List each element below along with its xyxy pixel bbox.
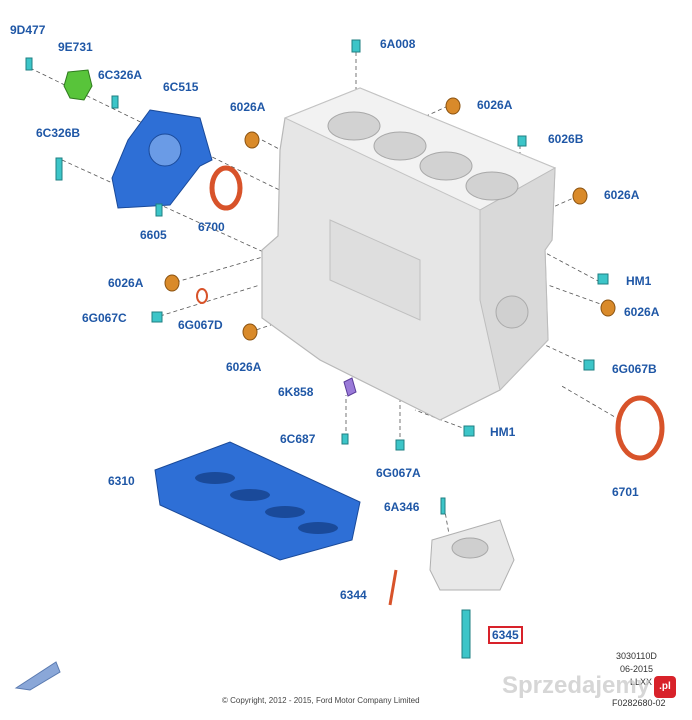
washers [164,97,616,341]
ref-code-1: 3030110D [616,651,657,661]
crank-seal-6700 [209,165,243,211]
part-label-hm1-2: HM1 [490,425,516,439]
watermark-badge: .pl [654,676,676,698]
bolt [25,57,33,71]
leader-line [534,195,579,216]
washer [600,299,616,317]
sensor-6k858 [343,377,357,397]
part-label-6c515: 6C515 [163,80,199,94]
ladder-frame-6310 [154,441,361,561]
part-label-6700: 6700 [198,220,225,234]
ladder-frame-cutouts [195,472,338,534]
part-label-6g067b: 6G067B [612,362,657,376]
copyright-text: © Copyright, 2012 - 2015, Ford Motor Com… [222,696,420,705]
engine-block [261,87,557,421]
part-label-9e731: 9E731 [58,40,93,54]
bolt [55,157,63,181]
seal-6701 [615,395,665,461]
ref-code-2: 06-2015 [620,664,654,674]
part-label-6026b: 6026B [548,132,584,146]
part-label-6026a-1: 6026A [230,100,266,114]
part-label-hm1-1: HM1 [626,274,652,288]
part-label-6a008: 6A008 [380,37,416,51]
pin-6344 [388,569,398,606]
part-label-6026a-2: 6026A [477,98,513,112]
ref-code-3: LLXX [630,677,653,687]
washer [242,323,258,341]
washer [244,131,260,149]
part-label-6026a-5: 6026A [624,305,660,319]
part-label-6g067a: 6G067A [376,466,421,480]
part-label-6026a-4: 6026A [108,276,144,290]
bolt [517,135,527,147]
leader-line [539,249,601,283]
part-label-6c326a: 6C326A [98,68,143,82]
bolt [395,439,405,451]
part-label-6c326b: 6C326B [36,126,81,140]
part-label-6344: 6344 [340,588,367,602]
part-label-6026a-6: 6026A [226,360,262,374]
leader-line [414,409,469,431]
part-label-6k858: 6K858 [278,385,314,399]
leader-line [547,284,607,307]
part-label-6c687: 6C687 [280,432,316,446]
part-label-6026a-3: 6026A [604,188,640,202]
washer [572,187,588,205]
part-label-6a346: 6A346 [384,500,420,514]
bolts [25,39,609,659]
bolt [461,609,471,659]
plate-bore [148,133,182,167]
leader-line [61,159,271,256]
bolt [111,95,119,109]
part-label-6605: 6605 [140,228,167,242]
bolt [341,433,349,445]
washer [164,274,180,292]
leader-line [159,284,261,317]
bolt [440,497,446,515]
sensor-9e731 [63,69,93,101]
back-arrow-icon [14,661,61,691]
bolt [597,273,609,285]
ref-code-4: F0282680-02 [612,698,666,708]
o-ring-6g067d [196,288,208,304]
part-label-6701: 6701 [612,485,639,499]
part-label-6310: 6310 [108,474,135,488]
washer [445,97,461,115]
leader-line [544,344,589,366]
watermark-text: Sprzedajemy [502,672,651,699]
part-label-9d477: 9D477 [10,23,46,37]
part-label-6g067d: 6G067D [178,318,223,332]
bolt [351,39,361,53]
part-label-6g067c: 6G067C [82,311,127,325]
part-label-6345-highlighted: 6345 [488,626,523,644]
leader-line [559,384,621,421]
bolt [583,359,595,371]
bolt [151,311,163,323]
bolt [463,425,475,437]
bearing-cap-bore [451,537,489,559]
bolt [155,203,163,217]
